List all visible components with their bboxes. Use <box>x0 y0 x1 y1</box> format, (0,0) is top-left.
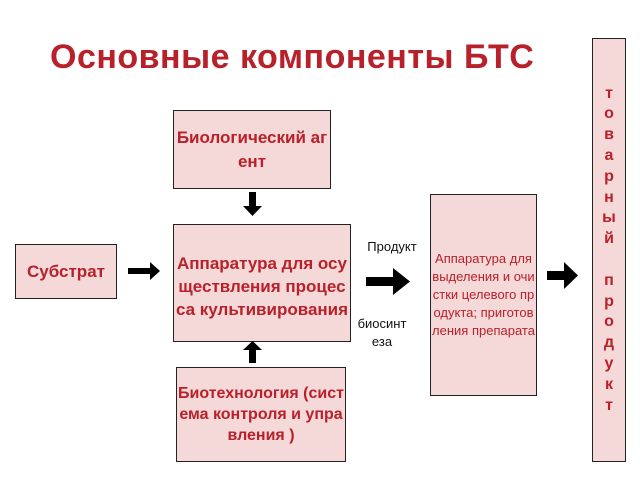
product-letter: й <box>604 230 614 248</box>
product-letter: а <box>604 147 614 165</box>
substrate-label: Субстрат <box>27 261 105 281</box>
control-system-label: Биотехнология (система контроля и управл… <box>178 385 344 444</box>
arrow-agent-down-icon <box>243 192 262 216</box>
page-title: Основные компоненты БТС <box>50 38 535 76</box>
product-letter: п <box>604 271 614 289</box>
product-letter: ы <box>602 209 616 227</box>
arrow-control-up-icon <box>243 341 262 363</box>
product-letter: р <box>604 167 614 185</box>
isolation-apparatus-box: Аппаратура для выделения и очистки целев… <box>430 194 537 396</box>
product-letter: н <box>604 188 614 206</box>
arrow-substrate-to-apparatus-icon <box>128 262 160 280</box>
arrow-to-product-icon <box>547 262 578 289</box>
control-system-box: Биотехнология (система контроля и управл… <box>176 367 346 462</box>
product-letter: т <box>605 396 613 414</box>
arrow-to-isolation-icon <box>366 268 410 295</box>
biological-agent-box: Биологический агент <box>173 110 331 189</box>
isolation-apparatus-label: Аппаратура для выделения и очистки целев… <box>432 251 535 338</box>
cultivation-apparatus-box: Аппаратура для осуществления процесса ку… <box>173 224 351 342</box>
product-letter: о <box>604 313 614 331</box>
cultivation-apparatus-label: Аппаратура для осуществления процесса ку… <box>175 253 349 319</box>
product-letter: д <box>603 334 615 352</box>
product-letter: в <box>604 126 614 144</box>
substrate-box: Субстрат <box>15 244 117 299</box>
product-letter: р <box>604 292 614 310</box>
product-letter: о <box>604 105 614 123</box>
product-letter: к <box>604 375 613 393</box>
biosynthesis-label: биосинтеза <box>357 316 407 349</box>
product-letter: у <box>604 354 614 372</box>
product-label: Продукт <box>367 239 417 254</box>
biological-agent-label: Биологический агент <box>176 127 328 171</box>
product-letter: т <box>605 84 613 102</box>
